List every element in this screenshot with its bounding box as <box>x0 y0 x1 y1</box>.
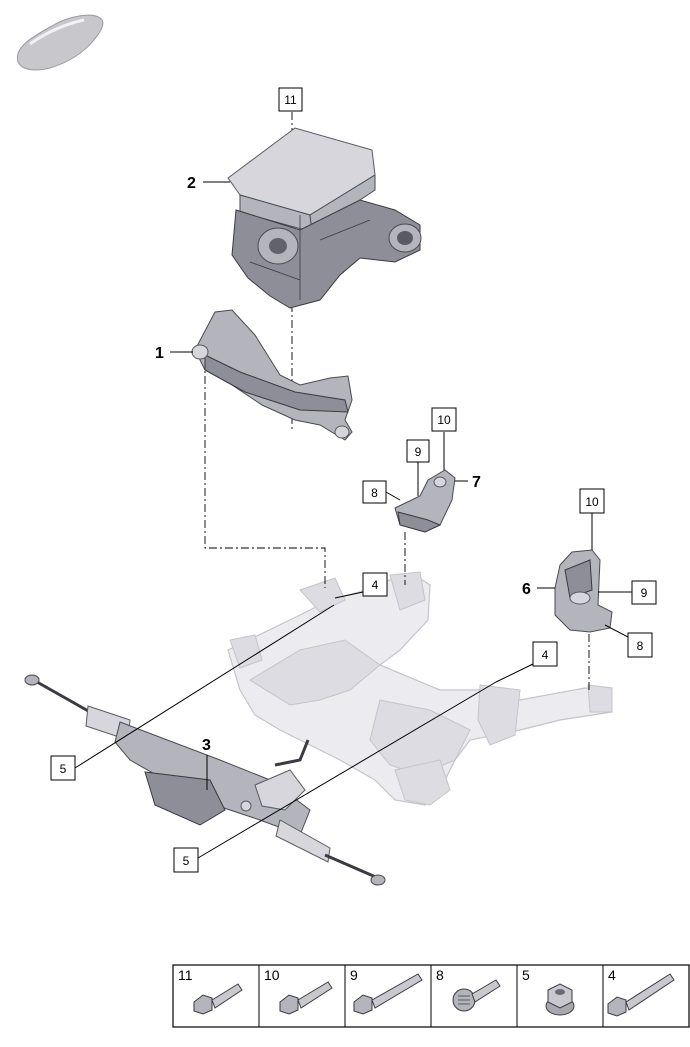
hex-flange-bolt-long-icon <box>607 973 675 1017</box>
legend-cell-4: 4 <box>607 967 675 1017</box>
callout-5-lower: 5 <box>173 847 199 873</box>
legend-cell-5: 5 <box>522 967 575 1016</box>
svg-text:4: 4 <box>542 648 549 662</box>
svg-text:9: 9 <box>415 445 422 459</box>
flange-nut-icon <box>545 983 575 1016</box>
svg-text:4: 4 <box>608 967 616 983</box>
svg-text:8: 8 <box>637 639 644 653</box>
callout-1: 1 <box>155 345 164 362</box>
callout-10-left: 10 <box>431 407 457 432</box>
legend-cell-9: 9 <box>350 967 423 1015</box>
steering-gear <box>24 674 386 886</box>
svg-text:5: 5 <box>183 854 190 868</box>
drive-unit-carrier <box>191 309 353 441</box>
callout-4-lower: 4 <box>532 641 558 667</box>
svg-text:11: 11 <box>178 967 193 983</box>
callout-5-left: 5 <box>50 755 76 781</box>
legend-cell-10: 10 <box>264 967 333 1015</box>
callout-2: 2 <box>187 175 196 192</box>
svg-text:5: 5 <box>60 762 67 776</box>
callout-10-right: 10 <box>579 488 605 514</box>
hex-flange-bolt-long-icon <box>353 973 423 1015</box>
fastener-legend: 11 10 9 8 <box>172 964 690 1028</box>
svg-text:8: 8 <box>371 486 378 500</box>
callout-11: 11 <box>278 87 303 112</box>
svg-text:9: 9 <box>641 586 648 600</box>
svg-text:4: 4 <box>372 578 379 592</box>
hex-flange-bolt-short-icon <box>279 981 333 1015</box>
electric-drive-unit <box>227 127 422 309</box>
callout-7: 7 <box>472 474 481 491</box>
svg-text:9: 9 <box>350 967 358 983</box>
callout-9-left: 9 <box>406 439 430 463</box>
svg-text:8: 8 <box>436 967 444 983</box>
svg-text:10: 10 <box>585 495 599 509</box>
svg-text:5: 5 <box>522 967 530 983</box>
svg-text:10: 10 <box>264 967 280 983</box>
legend-cell-11: 11 <box>178 967 243 1015</box>
mount-bracket-left <box>394 469 456 533</box>
front-subframe <box>227 571 613 806</box>
svg-text:11: 11 <box>284 93 297 107</box>
callout-6: 6 <box>522 581 531 598</box>
callout-8-left: 8 <box>362 480 387 504</box>
svg-text:10: 10 <box>437 413 451 427</box>
callout-9-right: 9 <box>631 580 657 605</box>
callout-4-upper: 4 <box>362 572 388 597</box>
mount-bracket-right <box>554 549 613 633</box>
splined-head-bolt-icon <box>452 979 501 1012</box>
legend-cell-8: 8 <box>436 967 501 1012</box>
leader-lines <box>74 181 632 859</box>
hex-flange-bolt-short-icon <box>193 983 243 1015</box>
callout-3: 3 <box>202 737 211 754</box>
vehicle-thumbnail-icon <box>16 14 104 71</box>
callout-8-right: 8 <box>627 632 653 658</box>
